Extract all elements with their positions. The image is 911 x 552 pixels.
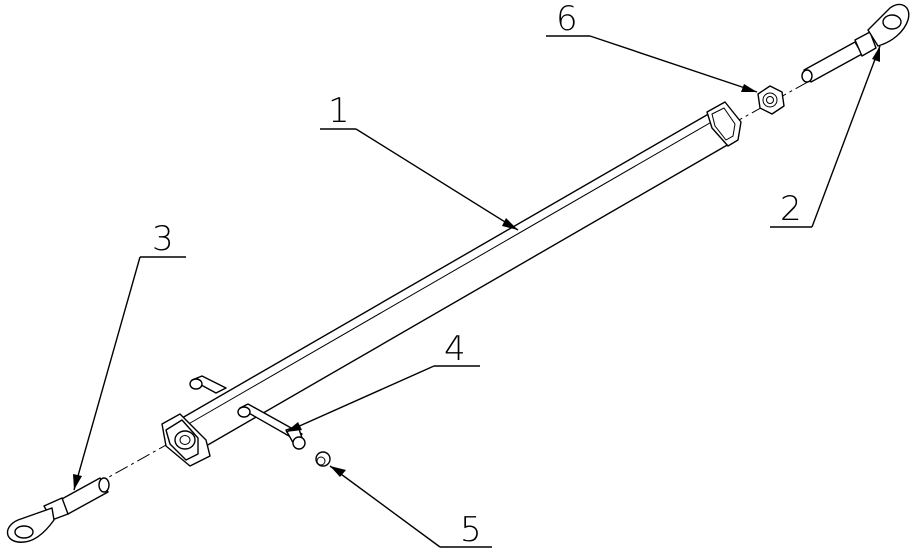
part-5-cap [315,451,331,467]
callout-label-3: 3 [152,219,174,259]
callout-label-1: 1 [328,91,350,131]
callout-label-4: 4 [444,329,466,369]
callout-label-6: 6 [556,0,578,39]
part-2-rod-end [801,3,910,83]
center-axis-right [729,41,881,126]
part-1-main-tube [161,101,742,467]
part-6-nut [757,85,785,115]
callout-label-2: 2 [780,189,802,229]
callout-label-5: 5 [460,510,482,550]
center-axis-left [49,439,176,511]
leader-lines [73,35,881,548]
part-3-rod-end [6,477,110,543]
